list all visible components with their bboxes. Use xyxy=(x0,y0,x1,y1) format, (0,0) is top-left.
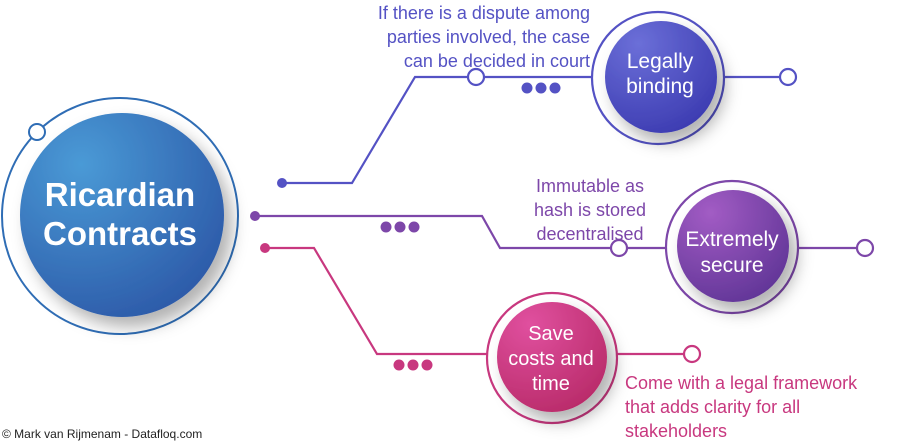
main-title-line2: Contracts xyxy=(43,215,197,252)
ring-node-icon xyxy=(28,123,46,141)
end-ring-icon xyxy=(855,238,875,258)
title-legally: Legally xyxy=(627,50,694,73)
desc-extremely-secure: Immutable as hash is stored decentralise… xyxy=(534,176,646,244)
node-ring-icon xyxy=(466,67,486,87)
ellipsis-dots-icon xyxy=(521,82,561,94)
main-bubble xyxy=(20,113,224,317)
node-ring-icon xyxy=(609,238,629,258)
end-ring-icon xyxy=(682,344,702,364)
connector-line xyxy=(265,246,488,356)
desc-line: can be decided in court xyxy=(404,51,590,71)
desc-line: stakeholders xyxy=(625,421,727,441)
start-dot xyxy=(277,178,287,188)
start-dot xyxy=(250,211,260,221)
desc-line: decentralised xyxy=(536,224,643,244)
desc-line: Immutable as xyxy=(536,176,644,196)
desc-line: Come with a legal framework xyxy=(625,373,858,393)
title-binding: binding xyxy=(626,75,694,98)
title-time: time xyxy=(532,373,570,395)
title-costs: costs and xyxy=(508,348,594,370)
title-extremely: Extremely xyxy=(685,228,779,251)
desc-line: hash is stored xyxy=(534,200,646,220)
credit: © Mark van Rijmenam - Datafloq.com xyxy=(2,427,202,441)
branch-extremely-secure xyxy=(250,179,875,315)
desc-line: that adds clarity for all xyxy=(625,397,800,417)
branch-legally-binding xyxy=(277,10,798,188)
start-dot xyxy=(260,243,270,253)
title-save: Save xyxy=(528,323,574,345)
ellipsis-dots-icon xyxy=(393,359,433,371)
connector-line xyxy=(282,75,595,185)
bubble xyxy=(677,190,789,302)
connector-line xyxy=(255,214,668,250)
main-node: Ricardian Contracts xyxy=(1,97,239,335)
end-ring-icon xyxy=(778,67,798,87)
title-secure: secure xyxy=(700,254,763,277)
desc-line: If there is a dispute among xyxy=(378,3,590,23)
bubble xyxy=(605,21,717,133)
desc-save-costs: Come with a legal framework that adds cl… xyxy=(625,373,858,441)
main-title-line1: Ricardian xyxy=(45,176,195,213)
desc-legally-binding: If there is a dispute among parties invo… xyxy=(378,3,590,71)
bubble xyxy=(497,302,607,412)
desc-line: parties involved, the case xyxy=(387,27,590,47)
branch-save-costs xyxy=(260,243,702,425)
ellipsis-dots-icon xyxy=(380,221,420,233)
